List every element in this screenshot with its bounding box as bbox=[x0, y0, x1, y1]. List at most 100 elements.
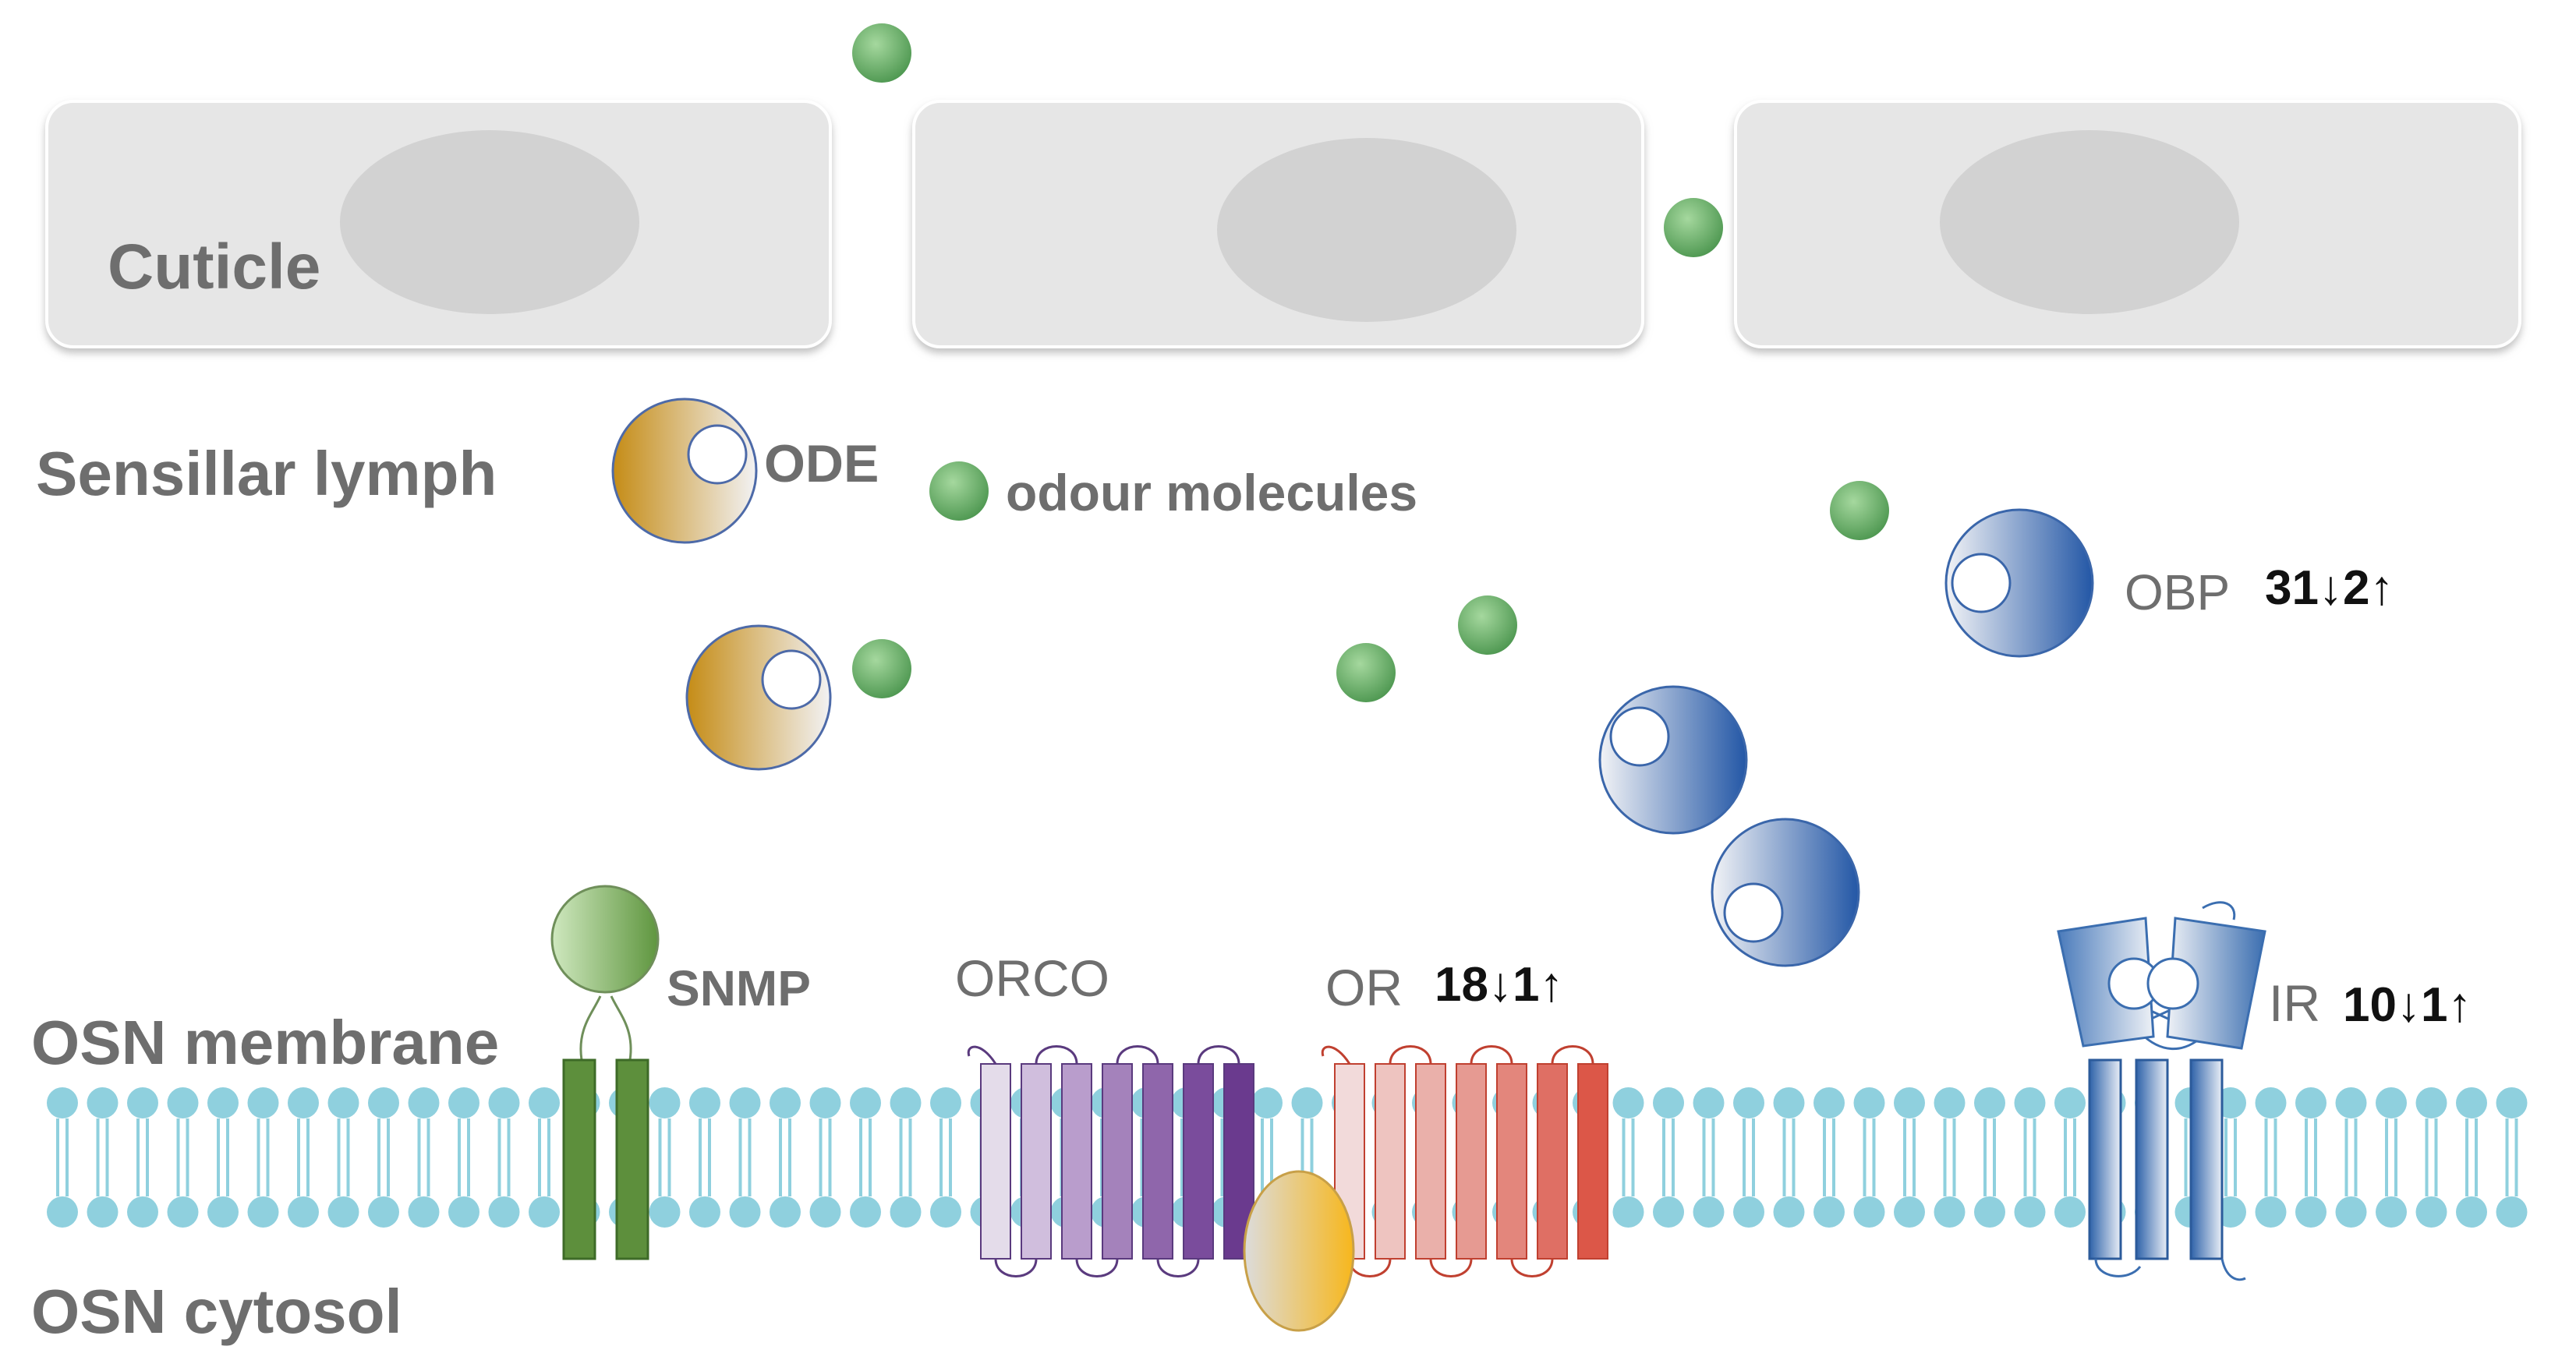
lipid-head bbox=[1693, 1087, 1725, 1118]
helix-loop bbox=[1156, 1258, 1200, 1277]
cuticle-nucleus-1 bbox=[340, 130, 639, 314]
snmp-protein bbox=[550, 885, 660, 1260]
lipid-head bbox=[2335, 1196, 2367, 1228]
intracellular-protein bbox=[1243, 1170, 1355, 1332]
lipid-head bbox=[1612, 1196, 1644, 1228]
ir-receptor bbox=[2057, 901, 2266, 1281]
cuticle-label: Cuticle bbox=[108, 231, 320, 302]
helix-loop bbox=[967, 1045, 997, 1065]
obp-proteins bbox=[1598, 508, 2094, 967]
lipid-head bbox=[2295, 1196, 2327, 1228]
lipid-head bbox=[649, 1196, 681, 1228]
helix-loop bbox=[1197, 1045, 1240, 1065]
ode-enzyme bbox=[685, 624, 832, 771]
lipid-head bbox=[809, 1196, 841, 1228]
helix-loop bbox=[1035, 1045, 1078, 1065]
odour-molecule bbox=[1336, 643, 1396, 702]
lipid-head bbox=[2054, 1087, 2086, 1118]
lipid-head bbox=[87, 1087, 119, 1118]
cuticle-nucleus-2 bbox=[1217, 138, 1516, 322]
lipid-head bbox=[368, 1087, 399, 1118]
ode-label: ODE bbox=[764, 434, 879, 493]
or-label: OR bbox=[1325, 959, 1403, 1016]
lipid-head bbox=[2014, 1196, 2046, 1228]
odour-molecule bbox=[1664, 198, 1723, 257]
transmembrane-helix bbox=[1102, 1063, 1133, 1260]
osn-cytosol-label: OSN cytosol bbox=[31, 1277, 402, 1346]
lipid-head bbox=[729, 1087, 761, 1118]
snmp-helix bbox=[562, 1058, 596, 1260]
lipid-head bbox=[2415, 1196, 2447, 1228]
lipid-head bbox=[1733, 1196, 1764, 1228]
helix-loop bbox=[1429, 1258, 1473, 1277]
lipid-head bbox=[1813, 1196, 1845, 1228]
lipid-head bbox=[1974, 1196, 2005, 1228]
transmembrane-helix bbox=[1183, 1063, 1214, 1260]
transmembrane-helix bbox=[1537, 1063, 1568, 1260]
lipid-head bbox=[890, 1087, 922, 1118]
helix-loop bbox=[994, 1258, 1038, 1277]
snmp-helix bbox=[615, 1058, 649, 1260]
helix-loop bbox=[1551, 1045, 1594, 1065]
lipid-head bbox=[930, 1087, 961, 1118]
lipid-head bbox=[207, 1087, 239, 1118]
lipid-head bbox=[448, 1087, 479, 1118]
lipid-head bbox=[729, 1196, 761, 1228]
lipid-head bbox=[247, 1196, 279, 1228]
lipid-head bbox=[488, 1087, 520, 1118]
lipid-head bbox=[890, 1196, 922, 1228]
lipid-head bbox=[2014, 1087, 2046, 1118]
helix-loop bbox=[1075, 1258, 1119, 1277]
lipid-head bbox=[1773, 1087, 1805, 1118]
lipid-head bbox=[770, 1087, 801, 1118]
transmembrane-helix bbox=[1577, 1063, 1608, 1260]
transmembrane-helix bbox=[1415, 1063, 1446, 1260]
odour-molecule bbox=[1830, 481, 1889, 540]
lipid-head bbox=[770, 1196, 801, 1228]
helix-loop bbox=[1321, 1045, 1351, 1065]
ir-helix bbox=[2088, 1058, 2122, 1260]
lipid-head bbox=[1251, 1087, 1283, 1118]
orco-label: ORCO bbox=[955, 949, 1109, 1007]
lipid-head bbox=[529, 1087, 560, 1118]
lipid-head bbox=[2496, 1087, 2528, 1118]
lipid-head bbox=[127, 1087, 158, 1118]
lipid-head bbox=[2415, 1087, 2447, 1118]
obp-protein bbox=[1598, 685, 1748, 835]
lipid-head bbox=[1653, 1087, 1684, 1118]
lipid-head bbox=[448, 1196, 479, 1228]
osn-membrane-label: OSN membrane bbox=[31, 1008, 499, 1077]
lipid-head bbox=[1894, 1196, 1925, 1228]
sensillar-lymph-label: Sensillar lymph bbox=[36, 439, 497, 508]
odour-molecules bbox=[852, 23, 1889, 702]
lipid-head bbox=[689, 1196, 720, 1228]
lipid-head bbox=[649, 1087, 681, 1118]
lipid-head bbox=[1934, 1196, 1966, 1228]
transmembrane-helix bbox=[1375, 1063, 1406, 1260]
lipid-head bbox=[2335, 1087, 2367, 1118]
lipid-head bbox=[2376, 1196, 2407, 1228]
snmp-head bbox=[550, 885, 660, 994]
transmembrane-helix bbox=[1021, 1063, 1052, 1260]
lipid-head bbox=[207, 1196, 239, 1228]
transmembrane-helix bbox=[1496, 1063, 1527, 1260]
lipid-head bbox=[850, 1087, 881, 1118]
transmembrane-helix bbox=[1456, 1063, 1487, 1260]
lipid-head bbox=[689, 1087, 720, 1118]
lipid-head bbox=[529, 1196, 560, 1228]
or-receptor bbox=[1321, 1045, 1608, 1277]
lipid-head bbox=[2054, 1196, 2086, 1228]
lipid-head bbox=[247, 1087, 279, 1118]
lipid-head bbox=[1733, 1087, 1764, 1118]
odour-molecule bbox=[852, 23, 911, 83]
helix-loop bbox=[1348, 1258, 1392, 1277]
obp-protein bbox=[1711, 818, 1860, 967]
ir-label: IR bbox=[2269, 974, 2320, 1032]
obp-label: OBP bbox=[2125, 564, 2230, 620]
lipid-head bbox=[930, 1196, 961, 1228]
lipid-head bbox=[2456, 1196, 2487, 1228]
helix-loop bbox=[1389, 1045, 1432, 1065]
lipid-head bbox=[2376, 1087, 2407, 1118]
lipid-head bbox=[1653, 1196, 1684, 1228]
